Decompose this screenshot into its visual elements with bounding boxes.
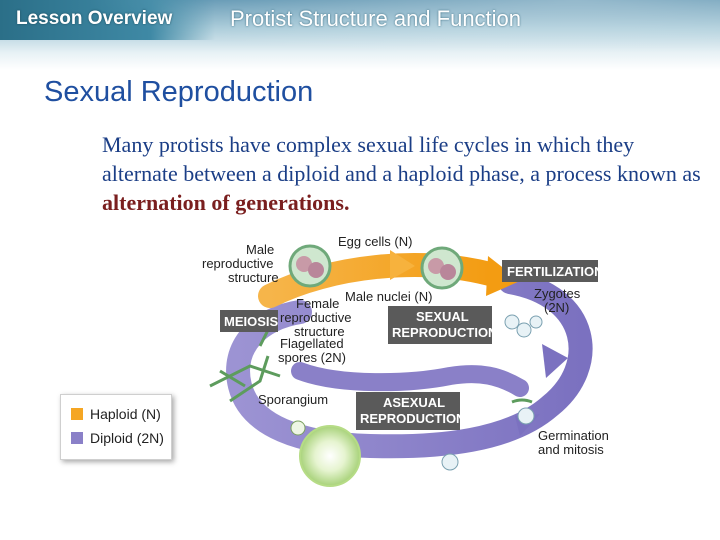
legend-label-diploid: Diploid (2N) — [90, 430, 164, 446]
sporangium-body — [291, 421, 360, 486]
body-emphasis: alternation of generations. — [102, 190, 349, 215]
label-egg-cells: Egg cells (N) — [338, 234, 412, 249]
haploid-swatch — [71, 408, 83, 420]
label-asexual-2: REPRODUCTION — [360, 411, 465, 426]
legend-item-haploid: Haploid (N) — [71, 405, 161, 423]
body-paragraph: Many protists have complex sexual life c… — [102, 130, 702, 217]
label-male-structure-3: structure — [228, 270, 279, 285]
label-sexual-1: SEXUAL — [416, 309, 469, 324]
lesson-label: Lesson Overview — [16, 8, 172, 30]
asexual-cycle-arrow — [300, 371, 520, 388]
life-cycle-diagram: Male reproductive structure Egg cells (N… — [190, 226, 630, 496]
legend-item-diploid: Diploid (2N) — [71, 429, 164, 447]
label-meiosis: MEIOSIS — [224, 314, 279, 329]
label-spores-2: spores (2N) — [278, 350, 346, 365]
label-male-structure-1: Male — [246, 242, 274, 257]
label-zygotes-1: Zygotes — [534, 286, 581, 301]
body-text: Many protists have complex sexual life c… — [102, 132, 701, 186]
egg-cells-right — [422, 248, 462, 288]
label-female-structure-2: reproductive — [280, 310, 352, 325]
topic-title: Protist Structure and Function — [230, 6, 521, 32]
legend: Haploid (N) Diploid (2N) — [60, 394, 172, 460]
egg-cells-left — [290, 246, 330, 286]
label-spores-1: Flagellated — [280, 336, 344, 351]
label-asexual-1: ASEXUAL — [383, 395, 445, 410]
diploid-swatch — [71, 432, 83, 444]
label-fertilization: FERTILIZATION — [507, 264, 604, 279]
label-sexual-2: REPRODUCTION — [392, 325, 497, 340]
label-germination-2: and mitosis — [538, 442, 604, 457]
header-banner: Lesson Overview Protist Structure and Fu… — [0, 0, 720, 70]
label-germination-1: Germination — [538, 428, 609, 443]
label-zygotes-2: (2N) — [544, 300, 569, 315]
zygotes-cells — [505, 315, 542, 337]
label-male-nuclei: Male nuclei (N) — [345, 289, 432, 304]
label-female-structure-1: Female — [296, 296, 339, 311]
legend-label-haploid: Haploid (N) — [90, 406, 161, 422]
label-sporangium: Sporangium — [258, 392, 328, 407]
label-male-structure-2: reproductive — [202, 256, 274, 271]
section-heading: Sexual Reproduction — [44, 76, 313, 109]
